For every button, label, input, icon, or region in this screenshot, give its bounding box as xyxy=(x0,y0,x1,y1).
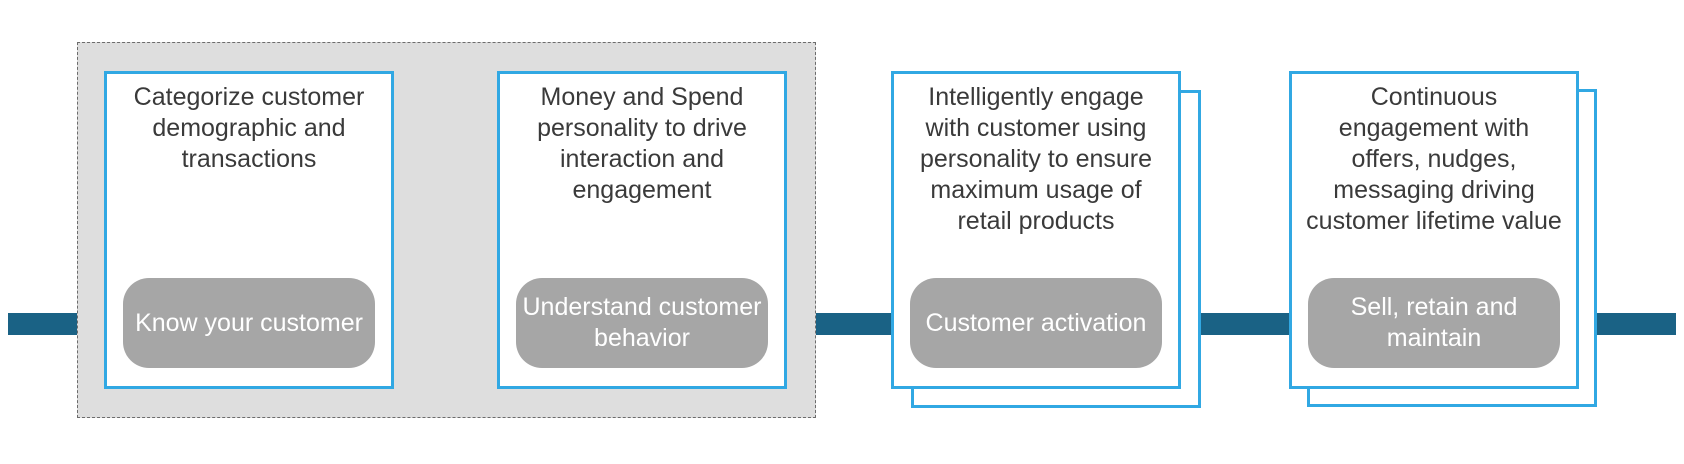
step-description: Money and Spend personality to drive int… xyxy=(537,83,747,204)
step-card-know-your-customer: Categorize customer demographic and tran… xyxy=(104,71,394,389)
step-label-pill: Customer activation xyxy=(910,278,1162,368)
step-description: Continuous engagement with offers, nudge… xyxy=(1306,83,1562,235)
step-label: Sell, retain and maintain xyxy=(1350,293,1518,352)
step-label-pill: Sell, retain and maintain xyxy=(1308,278,1560,368)
step-label: Customer activation xyxy=(925,308,1147,337)
step-label: Understand customer behavior xyxy=(522,293,762,352)
step-card-customer-activation: Intelligently engage with customer using… xyxy=(891,71,1181,389)
step-description: Intelligently engage with customer using… xyxy=(919,83,1153,235)
step-card-sell-retain-maintain: Continuous engagement with offers, nudge… xyxy=(1289,71,1579,389)
step-label-pill: Understand customer behavior xyxy=(516,278,768,368)
step-label-pill: Know your customer xyxy=(123,278,375,368)
step-description: Categorize customer demographic and tran… xyxy=(133,83,365,173)
step-label: Know your customer xyxy=(135,308,363,337)
step-card-understand-customer-behavior: Money and Spend personality to drive int… xyxy=(497,71,787,389)
